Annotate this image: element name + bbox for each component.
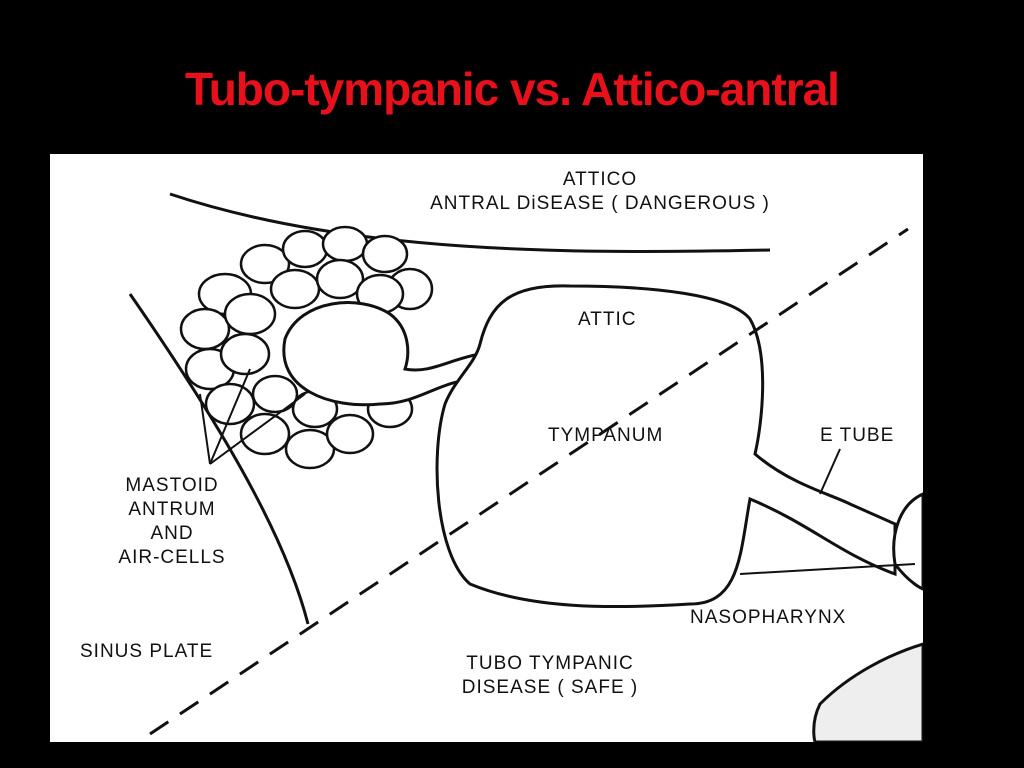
label-nasopharynx: NASOPHARYNX — [690, 607, 847, 628]
label-mastoid-line2: ANTRUM — [128, 499, 216, 520]
label-e-tube: E TUBE — [820, 425, 895, 446]
slide-title: Tubo-tympanic vs. Attico-antral — [185, 63, 840, 115]
label-mastoid-line1: MASTOID — [125, 475, 219, 496]
leader-lines — [199, 368, 916, 575]
dashed-divider-line — [149, 227, 909, 736]
label-tubo-line1: TUBO TYMPANIC — [466, 653, 634, 674]
label-mastoid-group: MASTOID ANTRUM AND AIR-CELLS — [102, 474, 242, 570]
attico-antral-boundary-curve — [169, 192, 771, 253]
label-attico-line1: ATTICO — [562, 169, 638, 190]
label-sinus-plate: SINUS PLATE — [80, 641, 214, 662]
label-tubo-line2: DISEASE ( SAFE ) — [461, 677, 639, 698]
attic-tympanum-cavity — [435, 284, 897, 609]
label-attico-antral: ATTICO ANTRAL DiSEASE ( DANGEROUS ) — [410, 168, 790, 216]
mastoid-antrum — [282, 301, 482, 407]
label-mastoid-line4: AIR-CELLS — [118, 547, 226, 568]
label-attic: ATTIC — [578, 309, 637, 330]
label-mastoid-line3: AND — [150, 523, 194, 544]
sinus-plate-curve — [128, 293, 310, 625]
mastoid-air-cells — [179, 225, 434, 470]
lower-stippled-shape — [812, 642, 923, 742]
label-tympanum: TYMPANUM — [548, 425, 664, 446]
nasopharynx-shape — [892, 492, 923, 591]
middle-ear-diagram: ATTICO ANTRAL DiSEASE ( DANGEROUS ) ATTI… — [50, 154, 923, 742]
diagram-drawing — [128, 192, 923, 742]
label-tubo-tympanic: TUBO TYMPANIC DISEASE ( SAFE ) — [430, 652, 670, 700]
label-attico-line2: ANTRAL DiSEASE ( DANGEROUS ) — [430, 193, 770, 214]
